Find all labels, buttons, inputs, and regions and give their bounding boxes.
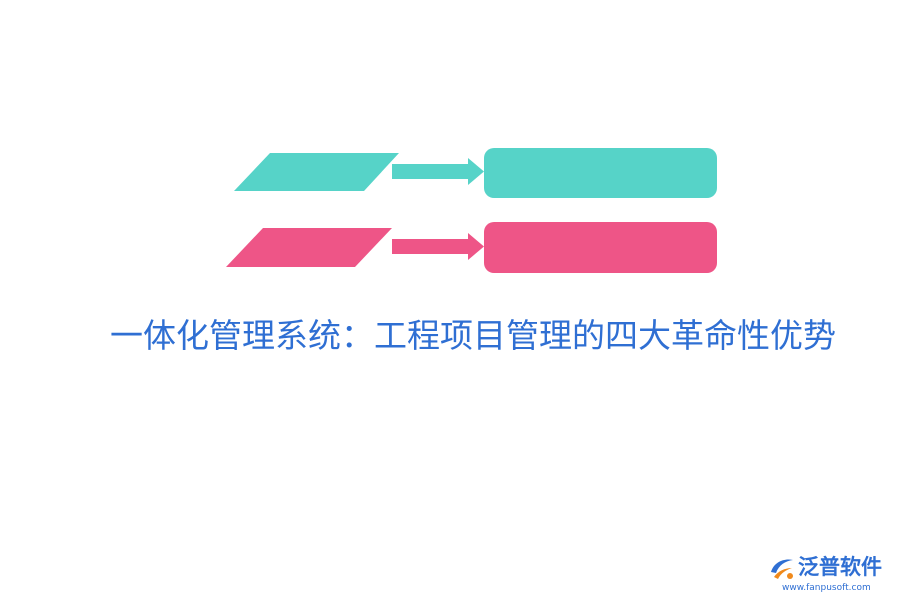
brand-url: www.fanpusoft.com (782, 583, 871, 593)
brand-logo: 泛普软件 www.fanpusoft.com (768, 552, 893, 598)
arrow-shaft-pink (392, 239, 472, 254)
brand-name: 泛普软件 (798, 555, 882, 579)
arrow-head-pink (468, 233, 484, 260)
parallelogram-shape-teal (234, 153, 399, 191)
arrow-head-teal (468, 158, 484, 185)
page-title: 一体化管理系统：工程项目管理的四大革命性优势 (110, 316, 836, 355)
result-box-pink (484, 222, 717, 273)
parallelogram-shape-pink (226, 228, 392, 267)
fanpu-logo-icon (771, 559, 793, 579)
arrow-shaft-teal (392, 164, 472, 179)
result-box-teal (484, 148, 717, 198)
